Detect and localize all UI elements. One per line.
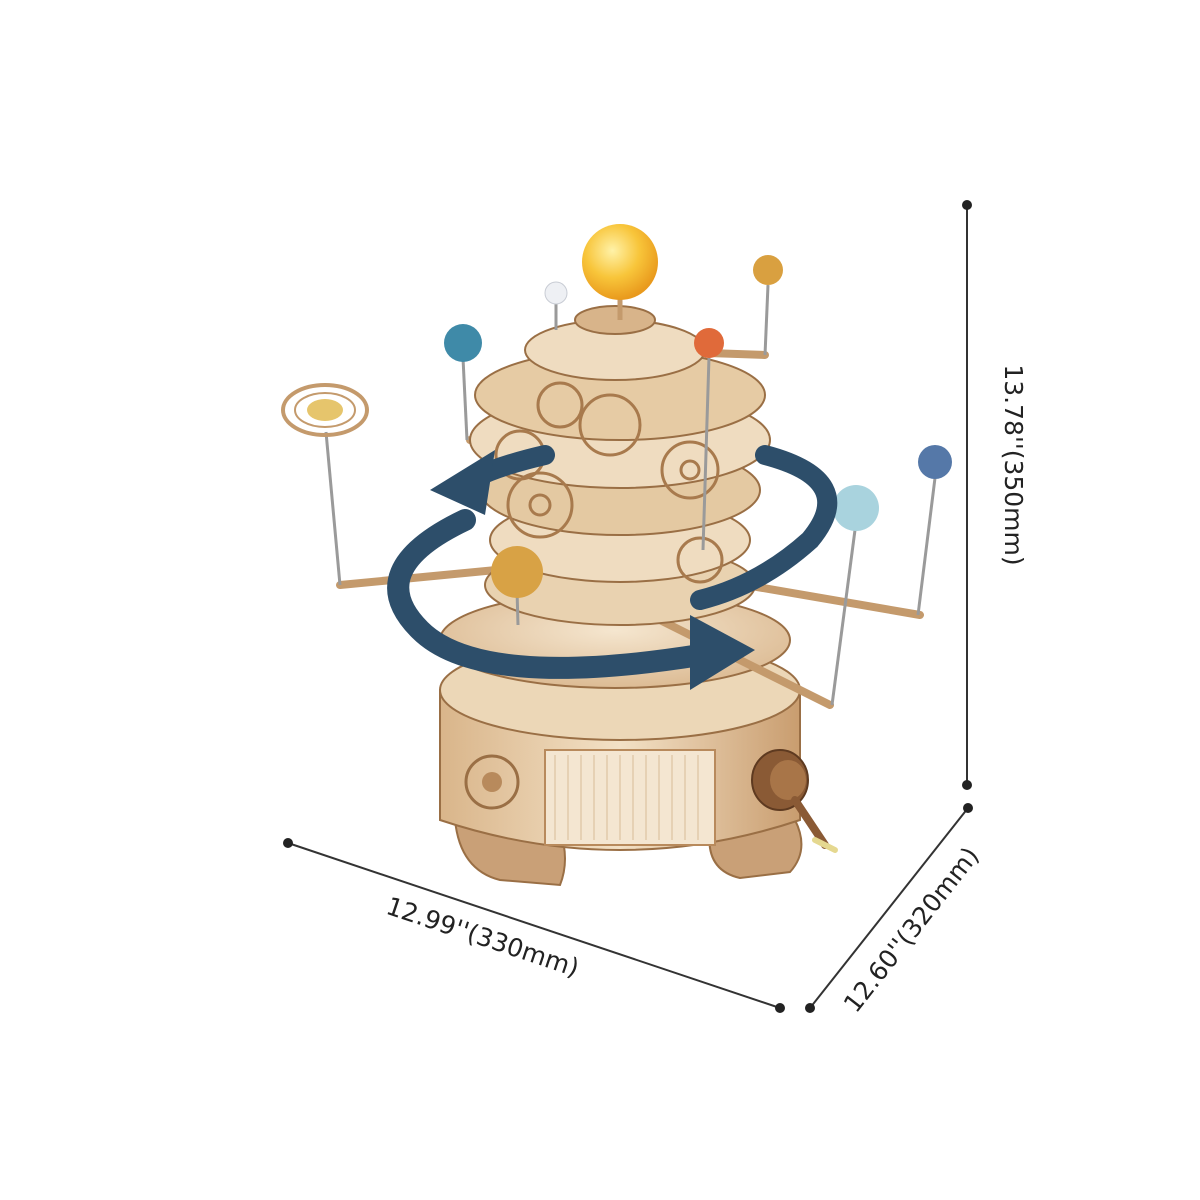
gear-stack (469, 305, 771, 626)
planet-mars (694, 328, 724, 551)
arrow-heads (430, 450, 755, 690)
rotation-arrow-lower (387, 509, 711, 679)
planet-uranus (830, 485, 879, 706)
dimension-endpoint (805, 1003, 815, 1013)
sun-globe (582, 224, 658, 320)
dimension-height: 13.78''(350mm) (962, 200, 1028, 790)
dimension-endpoint (283, 838, 293, 848)
crank-handle (751, 749, 838, 853)
planet-saturn (281, 383, 369, 586)
dimension-depth: 12.60''(320mm) (805, 803, 985, 1018)
dimension-endpoint (963, 803, 973, 813)
height-label: 13.78''(350mm) (999, 364, 1028, 565)
planet-venus (753, 255, 783, 356)
dimension-endpoint (775, 1003, 785, 1013)
orrery-model (281, 224, 952, 887)
planet-mercury (544, 281, 568, 330)
planet-jupiter (491, 546, 543, 626)
dimension-endpoint (962, 200, 972, 210)
width-label: 12.99''(330mm) (383, 891, 583, 982)
sun-emblem (464, 754, 520, 810)
depth-label: 12.60''(320mm) (838, 842, 985, 1018)
planet-earth (444, 324, 482, 441)
dimension-endpoint (962, 780, 972, 790)
planets (281, 255, 952, 706)
planet-neptune (916, 445, 952, 616)
rotation-arrow-upper (690, 445, 838, 610)
